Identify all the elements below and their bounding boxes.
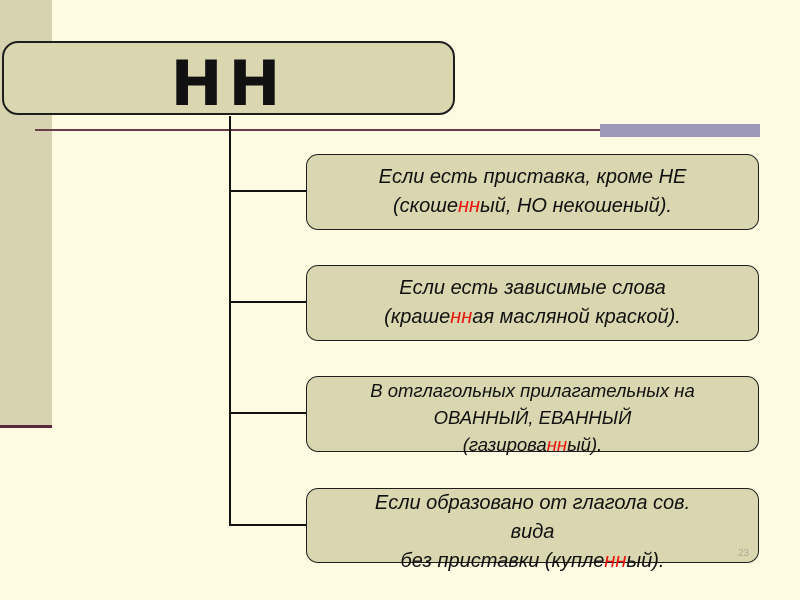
rule-line: В отглагольных прилагательных на — [370, 377, 695, 404]
rule-text: Если образовано от глагола сов. — [374, 492, 691, 514]
page-number: 23 — [738, 548, 750, 559]
tree-branch-1 — [229, 190, 306, 192]
tree-branch-2 — [229, 301, 306, 303]
rule-text: (краше — [384, 306, 451, 328]
rule-text: Если есть зависимые слова — [399, 277, 666, 299]
rule-box-ovanny: В отглагольных прилагательных на ОВАННЫЙ,… — [306, 376, 759, 455]
highlighted-suffix: нн — [604, 550, 627, 572]
rule-text: ый, НО некошеный). — [479, 195, 672, 217]
rule-line: Если есть приставка, кроме НЕ — [379, 163, 687, 192]
title-text: НН — [170, 47, 287, 120]
rule-line: (крашенная масляной краской). — [384, 303, 681, 332]
tree-branch-3 — [229, 412, 306, 414]
rule-text: ый). — [567, 434, 603, 455]
rule-text: без приставки (купле — [400, 550, 605, 572]
rule-text: В отглагольных прилагательных на — [370, 380, 695, 401]
rule-text: Если есть приставка, кроме НЕ — [378, 166, 687, 188]
highlighted-suffix: нн — [450, 306, 473, 328]
highlighted-suffix: нн — [457, 195, 480, 217]
top-divider-line — [35, 129, 600, 131]
rule-text: ый). — [626, 550, 665, 572]
rule-box-perfective: Если образовано от глагола сов. вида без п… — [306, 488, 759, 572]
rule-text: (газирова — [462, 434, 547, 455]
rule-text: вида — [510, 521, 555, 543]
rule-line: Если есть зависимые слова — [399, 274, 665, 303]
left-decor-edge — [0, 425, 52, 428]
right-decor-bar — [600, 124, 760, 137]
tree-trunk-line — [229, 116, 231, 525]
title-box: НН — [2, 41, 455, 115]
rule-line: Если образовано от глагола сов. — [375, 489, 690, 518]
rule-line: вида — [511, 518, 555, 547]
rule-box-prefix: Если есть приставка, кроме НЕ (скошенный,… — [306, 154, 759, 230]
rule-text: (скоше — [393, 195, 458, 217]
rule-line: (скошенный, НО некошеный). — [393, 192, 672, 221]
rule-line: без приставки (купленный). — [401, 547, 665, 576]
tree-branch-4 — [229, 524, 306, 526]
highlighted-suffix: нн — [546, 434, 568, 455]
rule-line: (газированный). — [463, 431, 603, 458]
rule-line: ОВАННЫЙ, ЕВАННЫЙ — [434, 404, 632, 431]
rule-text: ОВАННЫЙ, ЕВАННЫЙ — [433, 407, 632, 428]
rule-box-dependent-words: Если есть зависимые слова (крашенная масл… — [306, 265, 759, 341]
rule-text: ая масляной краской). — [472, 306, 681, 328]
